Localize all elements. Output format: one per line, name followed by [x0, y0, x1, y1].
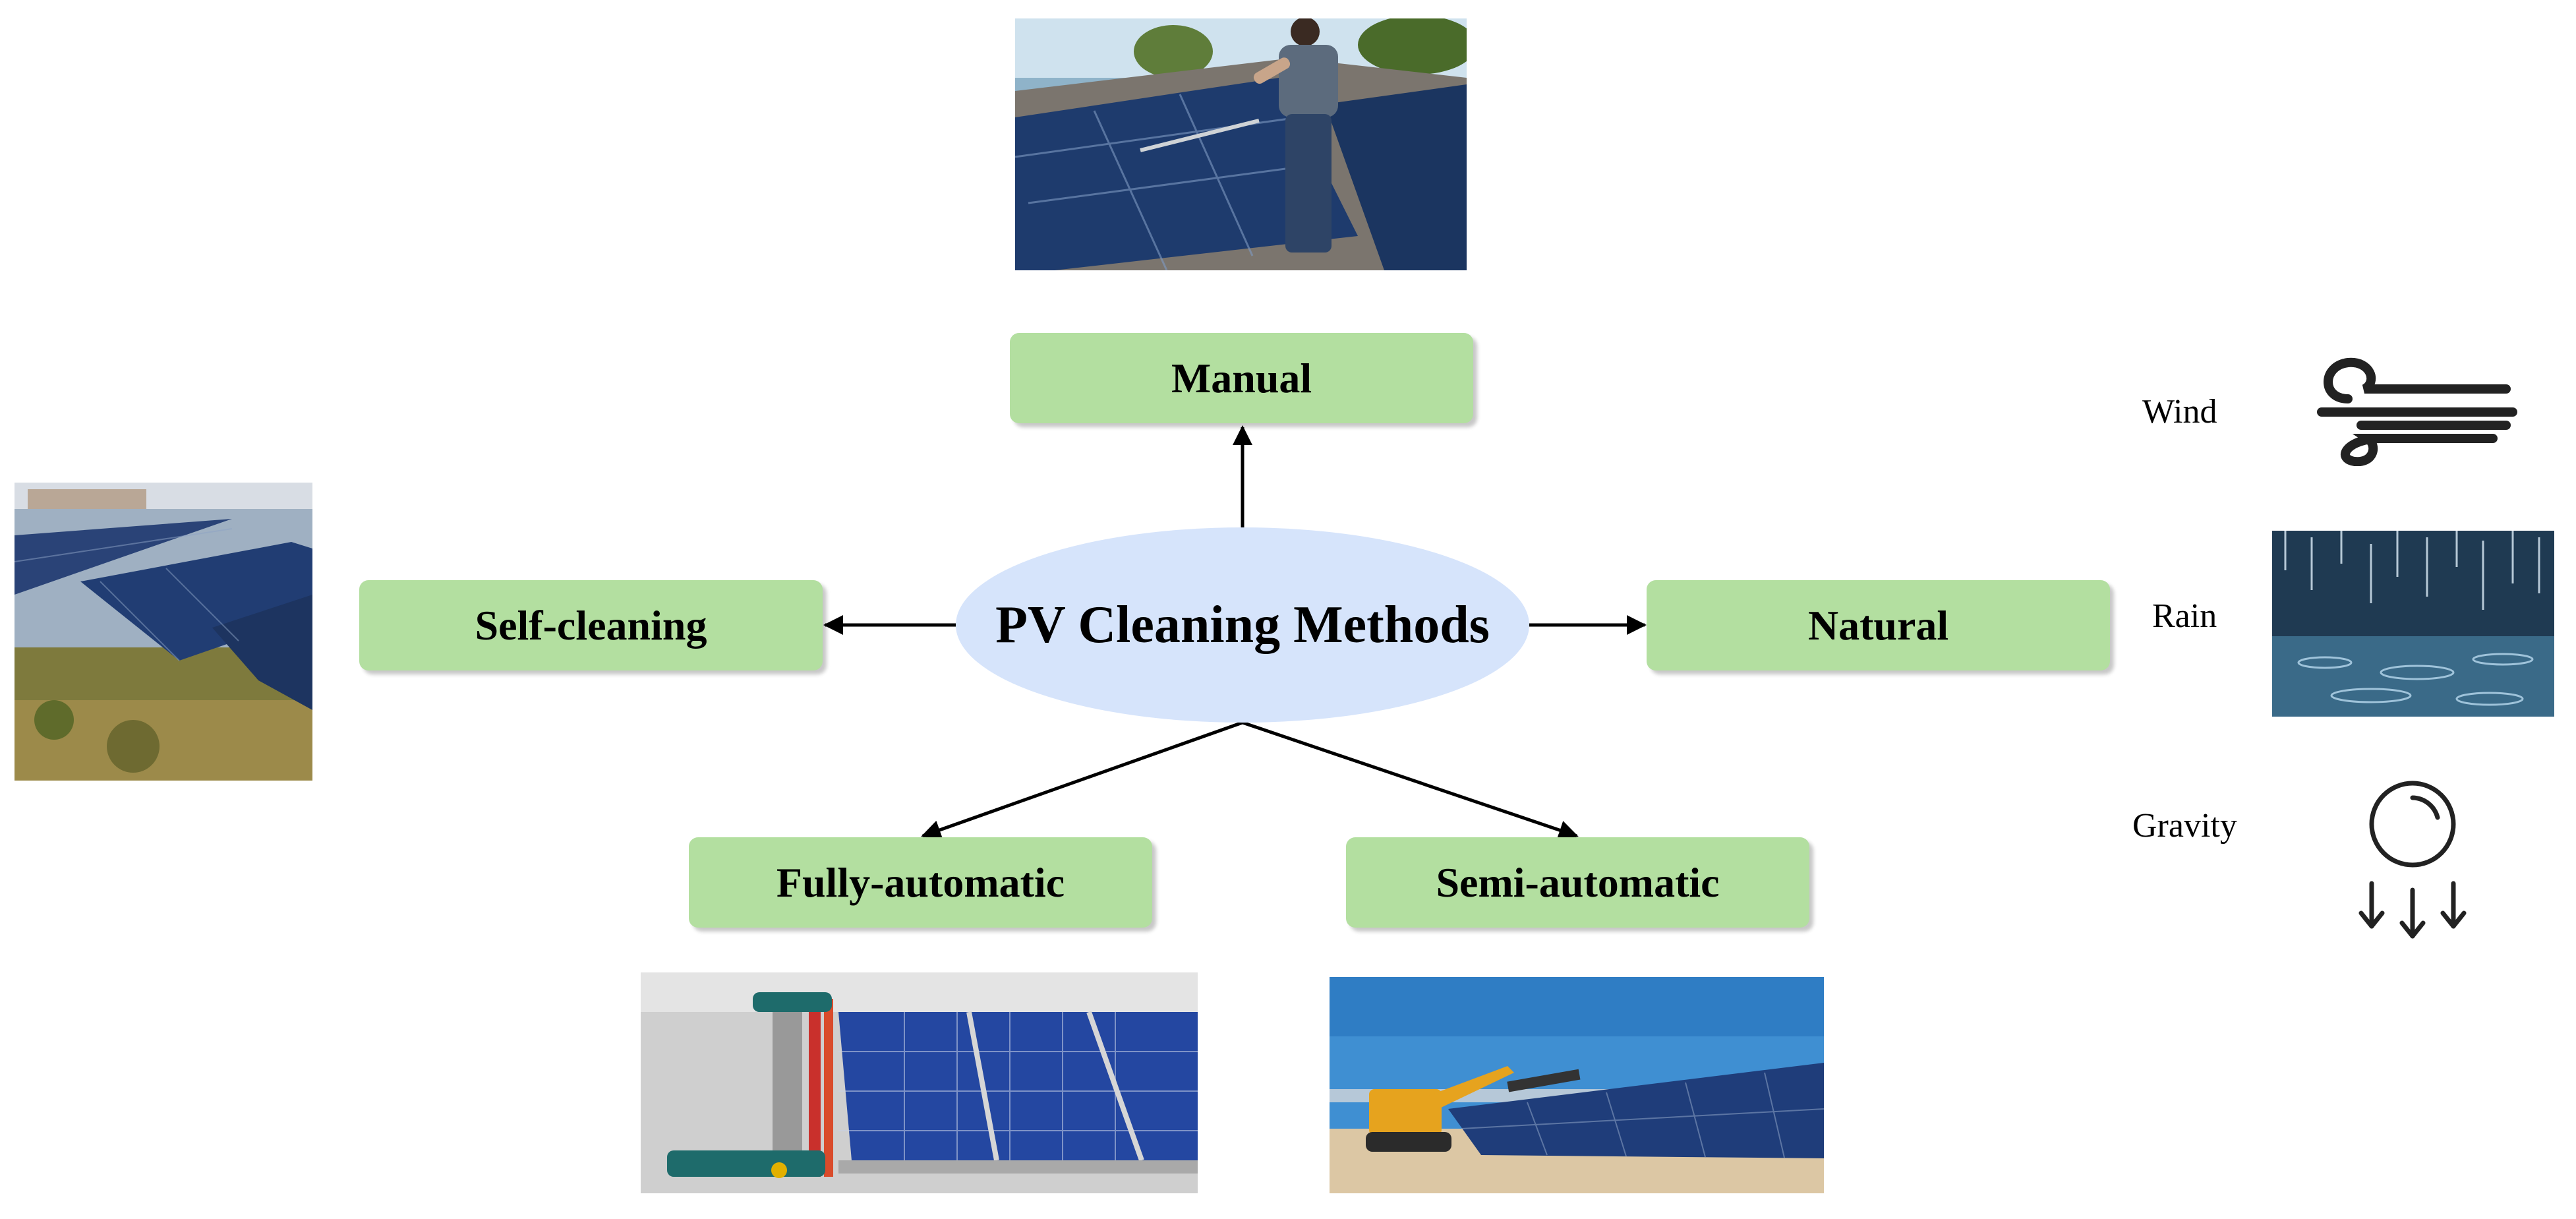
rain-label: Rain: [2152, 597, 2217, 635]
center-label: PV Cleaning Methods: [995, 595, 1490, 654]
gravity-icon: [2353, 778, 2472, 943]
wind-icon: [2308, 346, 2518, 466]
center-ellipse: PV Cleaning Methods: [956, 527, 1529, 723]
manual-box: Manual: [1010, 333, 1473, 423]
fully-automatic-photo: [641, 972, 1198, 1193]
arrow-to-semi-automatic: [1242, 721, 1579, 840]
fully-automatic-label: Fully-automatic: [776, 858, 1065, 906]
manual-label: Manual: [1171, 354, 1312, 401]
fully-automatic-box: Fully-automatic: [689, 837, 1152, 928]
self-cleaning-box: Self-cleaning: [359, 580, 823, 670]
rain-icon: [2272, 531, 2554, 717]
self-cleaning-label: Self-cleaning: [475, 601, 707, 649]
self-cleaning-photo: [15, 483, 312, 781]
natural-box: Natural: [1647, 580, 2110, 670]
semi-automatic-photo: [1330, 977, 1824, 1193]
manual-cleaning-photo: [1015, 18, 1467, 270]
natural-label: Natural: [1807, 601, 1949, 649]
arrow-to-fully-automatic: [921, 721, 1243, 840]
semi-automatic-box: Semi-automatic: [1346, 837, 1809, 928]
wind-label: Wind: [2142, 393, 2217, 431]
semi-automatic-label: Semi-automatic: [1436, 858, 1720, 906]
gravity-label: Gravity: [2132, 807, 2237, 845]
